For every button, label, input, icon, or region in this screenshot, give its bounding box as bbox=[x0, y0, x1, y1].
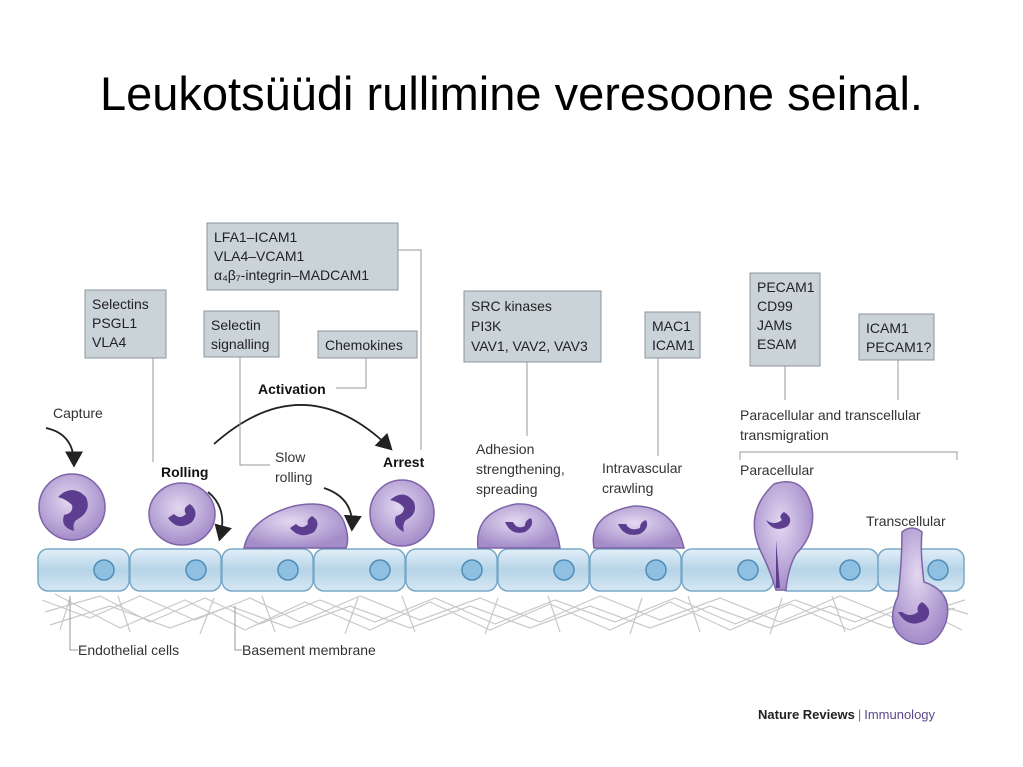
nucleus-icon bbox=[505, 518, 533, 533]
leader-lfa1 bbox=[398, 249, 422, 450]
label-activation: Activation bbox=[258, 381, 326, 397]
basement-membrane-mesh bbox=[41, 593, 969, 635]
leukocyte-capture bbox=[38, 473, 106, 541]
endothelial-nucleus bbox=[927, 559, 949, 581]
endothelial-cell bbox=[589, 548, 682, 592]
leader-selectin-signalling bbox=[239, 357, 270, 466]
endothelial-cell bbox=[221, 548, 314, 592]
nucleus-icon bbox=[168, 504, 196, 527]
box-line: Selectin bbox=[211, 317, 261, 333]
endothelial-nucleus bbox=[93, 559, 115, 581]
box-line: Selectins bbox=[92, 296, 149, 312]
box-line: MAC1 bbox=[652, 318, 691, 334]
endothelial-nucleus bbox=[553, 559, 575, 581]
leader-lines bbox=[69, 249, 958, 651]
label-transmigration-2: transmigration bbox=[740, 427, 829, 443]
endothelial-nucleus bbox=[461, 559, 483, 581]
credit-journal: Immunology bbox=[864, 707, 936, 722]
label-capture: Capture bbox=[53, 405, 103, 421]
label-transmigration-1: Paracellular and transcellular bbox=[740, 407, 921, 423]
leader-endothelial bbox=[69, 596, 78, 651]
slide-title: Leukotsüüdi rullimine veresoone seinal. bbox=[100, 67, 923, 120]
endothelial-nucleus bbox=[369, 559, 391, 581]
leukocyte-crawling bbox=[592, 505, 685, 549]
box-line: PECAM1 bbox=[757, 279, 815, 295]
box-line: VAV1, VAV2, VAV3 bbox=[471, 338, 588, 354]
endothelial-cell bbox=[129, 548, 222, 592]
nucleus-icon bbox=[618, 520, 648, 535]
leukocyte-rolling bbox=[148, 482, 216, 546]
nucleus-icon bbox=[766, 512, 791, 588]
label-adhesion-3: spreading bbox=[476, 481, 538, 497]
endothelial-nucleus bbox=[185, 559, 207, 581]
box-pecam1: PECAM1 CD99 JAMs ESAM bbox=[749, 272, 821, 367]
box-line: SRC kinases bbox=[471, 298, 552, 314]
box-line: PSGL1 bbox=[92, 315, 137, 331]
box-src: SRC kinases PI3K VAV1, VAV2, VAV3 bbox=[463, 290, 602, 363]
label-basement-membrane: Basement membrane bbox=[242, 642, 376, 658]
box-line: Chemokines bbox=[325, 337, 403, 353]
box-mac1: MAC1 ICAM1 bbox=[644, 311, 701, 359]
box-selectins: Selectins PSGL1 VLA4 bbox=[84, 289, 167, 359]
credit-separator: | bbox=[857, 707, 862, 722]
box-chemokines: Chemokines bbox=[317, 330, 418, 359]
box-line: VLA4 bbox=[92, 334, 126, 350]
box-line: PECAM1? bbox=[866, 339, 932, 355]
box-line: α₄β₇-integrin–MADCAM1 bbox=[214, 267, 369, 283]
box-icam1: ICAM1 PECAM1? bbox=[858, 313, 935, 361]
endothelial-nucleus bbox=[645, 559, 667, 581]
slow-rolling-arrow bbox=[323, 487, 362, 532]
box-line: JAMs bbox=[757, 317, 792, 333]
bracket-transmigration bbox=[739, 451, 958, 460]
label-adhesion-2: strengthening, bbox=[476, 461, 565, 477]
arrows bbox=[45, 404, 393, 542]
stage-labels: Capture Rolling Slow rolling Activation … bbox=[53, 381, 946, 658]
label-paracellular: Paracellular bbox=[740, 462, 814, 478]
label-transcellular: Transcellular bbox=[866, 513, 946, 529]
box-line: signalling bbox=[211, 336, 269, 352]
box-selectin-signalling: Selectin signalling bbox=[203, 310, 280, 358]
leukocyte-paracellular bbox=[753, 481, 814, 591]
box-line: CD99 bbox=[757, 298, 793, 314]
label-crawling-1: Intravascular bbox=[602, 460, 682, 476]
label-slow-rolling-2: rolling bbox=[275, 469, 312, 485]
label-crawling-2: crawling bbox=[602, 480, 653, 496]
rolling-arrow bbox=[207, 491, 232, 542]
label-arrest: Arrest bbox=[383, 454, 425, 470]
endothelial-cell bbox=[497, 548, 590, 592]
activation-arrow bbox=[213, 404, 393, 451]
leukocytes bbox=[38, 473, 949, 645]
box-line: ICAM1 bbox=[866, 320, 909, 336]
endothelial-cell bbox=[405, 548, 498, 592]
endothelial-cell bbox=[313, 548, 406, 592]
endothelial-nucleus bbox=[737, 559, 759, 581]
box-line: LFA1–ICAM1 bbox=[214, 229, 297, 245]
label-slow-rolling-1: Slow bbox=[275, 449, 306, 465]
label-adhesion-1: Adhesion bbox=[476, 441, 534, 457]
box-line: ICAM1 bbox=[652, 337, 695, 353]
leader-chemokines bbox=[336, 358, 367, 389]
source-credit: Nature Reviews|Immunology bbox=[758, 707, 935, 722]
label-rolling: Rolling bbox=[161, 464, 208, 480]
leukocyte-adhesion bbox=[476, 503, 561, 549]
box-line: VLA4–VCAM1 bbox=[214, 248, 304, 264]
box-line: ESAM bbox=[757, 336, 797, 352]
capture-arrow bbox=[45, 427, 83, 468]
leader-basement bbox=[234, 606, 242, 651]
nucleus-icon bbox=[58, 490, 88, 531]
endothelial-cell bbox=[37, 548, 130, 592]
nucleus-icon bbox=[898, 602, 930, 624]
box-lfa1: LFA1–ICAM1 VLA4–VCAM1 α₄β₇-integrin–MADC… bbox=[206, 222, 399, 291]
nucleus-icon bbox=[290, 516, 318, 536]
endothelial-nucleus bbox=[277, 559, 299, 581]
nucleus-icon bbox=[390, 494, 415, 532]
endothelium bbox=[37, 548, 965, 592]
label-endothelial-cells: Endothelial cells bbox=[78, 642, 179, 658]
endothelial-nucleus bbox=[839, 559, 861, 581]
credit-publisher: Nature Reviews bbox=[758, 707, 855, 722]
endothelial-cell bbox=[681, 548, 774, 592]
box-line: PI3K bbox=[471, 318, 502, 334]
